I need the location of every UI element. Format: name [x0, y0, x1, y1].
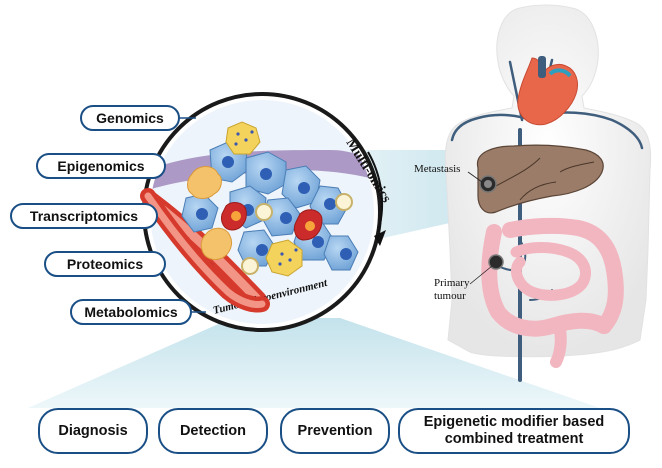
omics-transcriptomics: Transcriptomics [10, 203, 158, 229]
application-diagnosis: Diagnosis [38, 408, 148, 454]
application-detection: Detection [158, 408, 268, 454]
primary-tumour-lesion [488, 254, 504, 270]
omics-epigenomics: Epigenomics [36, 153, 166, 179]
beam-to-applications [28, 318, 600, 408]
treatment-line1: Epigenetic modifier based [423, 414, 605, 430]
omics-proteomics: Proteomics [44, 251, 166, 277]
application-treatment: Epigenetic modifier based combined treat… [398, 408, 630, 454]
liver [476, 144, 604, 214]
primary-tumour-pointer [469, 265, 493, 285]
treatment-line2: combined treatment [444, 431, 584, 447]
metastasis-pointer [467, 171, 483, 183]
application-prevention: Prevention [280, 408, 390, 454]
heart [517, 56, 579, 126]
primary-tumour-label-line2: tumour [434, 290, 466, 302]
omics-metabolomics: Metabolomics [70, 299, 192, 325]
omics-genomics: Genomics [80, 105, 180, 131]
metastasis-label: Metastasis [414, 163, 460, 175]
primary-tumour-label-line1: Primary [434, 277, 470, 289]
vessel-strand-left [140, 188, 270, 313]
